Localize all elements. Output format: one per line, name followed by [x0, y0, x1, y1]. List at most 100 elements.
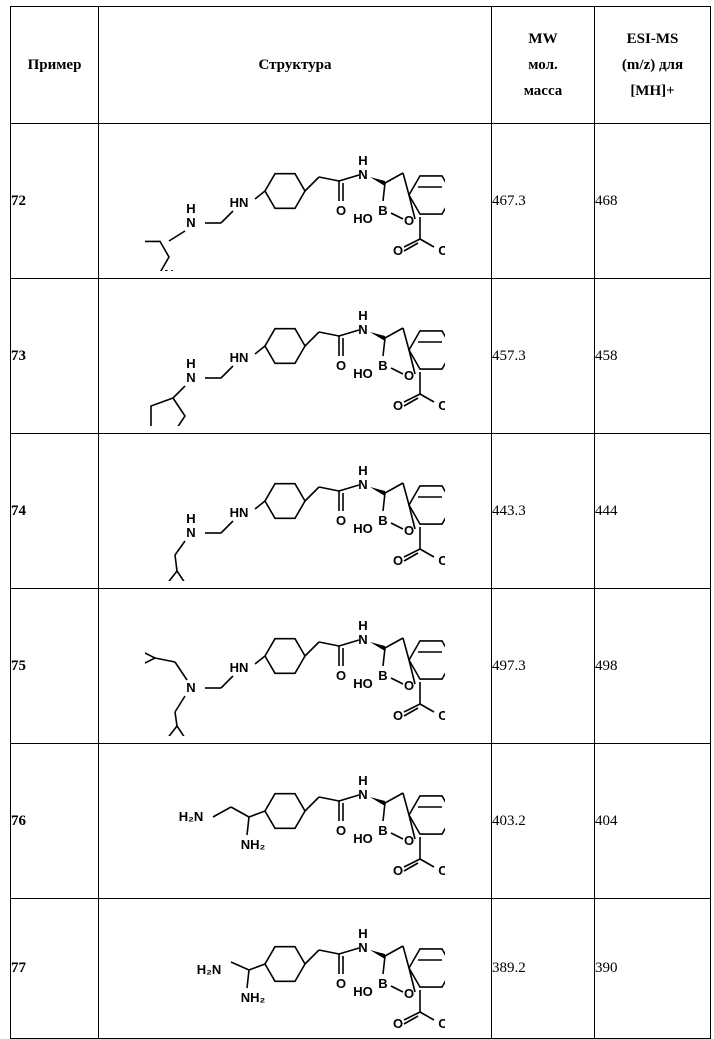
boron-atom: B [378, 358, 387, 373]
carboxyl-oxygen: O [393, 398, 403, 413]
header-row: Пример Структура MW мол. масса ESI-MS (m… [11, 7, 711, 124]
benzene-ring [409, 176, 445, 214]
cyclohexane-ring [265, 484, 305, 519]
bond [403, 946, 409, 968]
carboxyl-oxygen: O [393, 553, 403, 568]
hashed-bond [255, 656, 265, 664]
structure-image: ONHBHOOOOHNH₂H₂N [145, 751, 445, 891]
compound-table: Пример Структура MW мол. масса ESI-MS (m… [10, 6, 711, 1039]
ring-oxygen: O [404, 833, 414, 848]
amide-nitrogen: N [358, 632, 367, 647]
bond [213, 807, 231, 817]
bond [403, 328, 409, 350]
bond [403, 173, 409, 195]
mz-value: 498 [595, 589, 711, 744]
bond [391, 678, 403, 684]
terminal-amine: H₂N [197, 962, 222, 977]
bond [391, 213, 403, 219]
bond [339, 948, 359, 954]
bond [175, 555, 177, 571]
amide-nitrogen: N [358, 322, 367, 337]
bond [385, 946, 403, 956]
carboxyl-hydroxyl: OH [438, 243, 445, 258]
bond [175, 662, 187, 680]
bond [231, 962, 249, 970]
amide-hydrogen: H [358, 926, 367, 941]
header-mw-line2: мол. [528, 57, 558, 73]
carbonyl-oxygen: O [336, 203, 346, 218]
benzene-ring [409, 641, 445, 679]
bond [383, 956, 385, 974]
bond [221, 366, 233, 378]
linker-nh: HN [230, 505, 249, 520]
bond [319, 797, 339, 801]
bond [391, 368, 403, 374]
amine-nh2: NH₂ [241, 837, 266, 852]
carboxyl-oxygen: O [393, 863, 403, 878]
carboxyl-hydroxyl: OH [438, 708, 445, 723]
bond [385, 173, 403, 183]
bond [305, 487, 319, 501]
structure-cell: ONHBHOOOOHHNN [99, 589, 492, 744]
boron-hydroxyl: HO [353, 676, 373, 691]
bond [385, 483, 403, 493]
bond [175, 541, 185, 555]
page: Пример Структура MW мол. масса ESI-MS (m… [0, 0, 714, 999]
linker-nh: HN [230, 660, 249, 675]
mz-value: 468 [595, 124, 711, 279]
bond [403, 483, 409, 505]
table-row: 76 ONHBHOOOOHNH₂H₂N 403.2 404 [11, 744, 711, 899]
example-number: 73 [11, 279, 99, 434]
bond [383, 803, 385, 821]
bond [403, 793, 409, 815]
header-mw: MW мол. масса [492, 7, 595, 124]
benzene-ring [409, 486, 445, 524]
amine-nh2: NH₂ [241, 990, 266, 1005]
header-structure: Структура [99, 7, 492, 124]
structure-image: ONHBHOOOOHHNNHNN [145, 131, 445, 271]
bond [175, 696, 185, 712]
amide-nitrogen: N [358, 787, 367, 802]
bond [305, 177, 319, 191]
cyclohexane-ring [265, 329, 305, 364]
mz-value: 458 [595, 279, 711, 434]
cyclopropane-ring [163, 571, 189, 581]
hashed-bond [247, 817, 249, 835]
stereo-wedge [370, 177, 385, 186]
structure-cell: ONHBHOOOOHHNNHNN [99, 124, 492, 279]
bond [221, 676, 233, 688]
bond [391, 523, 403, 529]
hashed-bond [255, 191, 265, 199]
amide-hydrogen: H [358, 773, 367, 788]
bond [391, 833, 403, 839]
bond [319, 950, 339, 954]
mw-value: 403.2 [492, 744, 595, 899]
bond [339, 640, 359, 646]
carbonyl-oxygen: O [336, 668, 346, 683]
mw-value: 389.2 [492, 899, 595, 1039]
mw-value: 457.3 [492, 279, 595, 434]
cyclohexane-ring [265, 174, 305, 209]
hashed-bond [255, 346, 265, 354]
example-number: 75 [11, 589, 99, 744]
bond [305, 332, 319, 346]
ring-oxygen: O [404, 368, 414, 383]
hashed-bond [247, 970, 249, 988]
amine-nitrogen: N [186, 370, 195, 385]
bond [339, 175, 359, 181]
bond [305, 950, 319, 964]
mz-value: 404 [595, 744, 711, 899]
mz-value: 390 [595, 899, 711, 1039]
example-number: 76 [11, 744, 99, 899]
structure-cell: ONHBHOOOOHNH₂H₂N [99, 744, 492, 899]
mw-value: 443.3 [492, 434, 595, 589]
table-row: 75 ONHBHOOOOHHNN 497.3 498 [11, 589, 711, 744]
bond [221, 521, 233, 533]
structure-cell: ONHBHOOOOHNH₂H₂N [99, 899, 492, 1039]
structure-cell: ONHBHOOOOHHNNH [99, 434, 492, 589]
header-example: Пример [11, 7, 99, 124]
bond [319, 487, 339, 491]
amide-hydrogen: H [358, 308, 367, 323]
bond [385, 793, 403, 803]
amine-hydrogen: H [186, 511, 195, 526]
